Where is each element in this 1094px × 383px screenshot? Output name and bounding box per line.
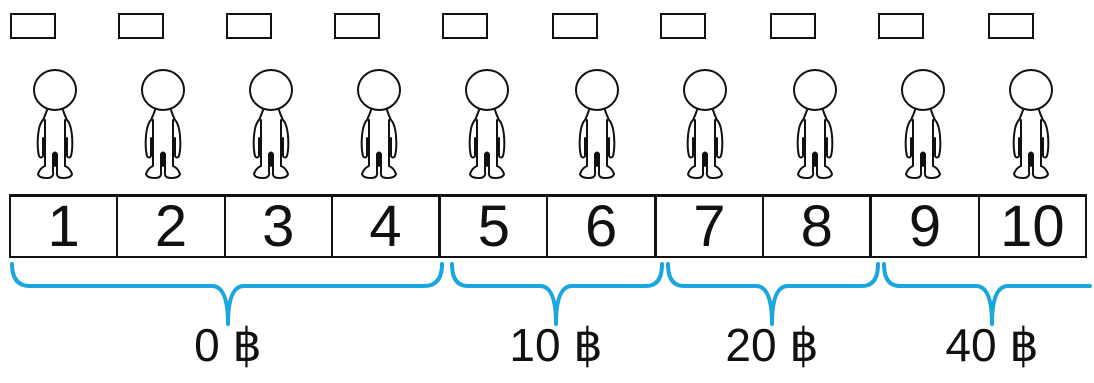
answer-box-8[interactable] <box>770 13 816 39</box>
answer-box-10[interactable] <box>988 13 1034 39</box>
person-figure-icon <box>901 69 945 179</box>
person-figure-icon <box>465 69 509 179</box>
person-figure-icon <box>249 69 293 179</box>
person-figure-icon <box>1009 69 1053 179</box>
seat-cell: 10 <box>1000 193 1065 259</box>
answer-box-3[interactable] <box>226 13 272 39</box>
price-label-group-4: 40 ฿ <box>945 319 1039 371</box>
person-figure-icon <box>33 69 77 179</box>
answer-box-5[interactable] <box>442 13 488 39</box>
answer-box-2[interactable] <box>118 13 164 39</box>
person-figure-icon <box>793 69 837 179</box>
seat-cell: 6 <box>548 197 657 256</box>
answer-box-6[interactable] <box>552 13 598 39</box>
person-figure-icon <box>141 69 185 179</box>
seat-cell: 9 <box>872 197 980 256</box>
seat-cell: 8 <box>764 197 873 256</box>
seat-cell: 2 <box>118 197 226 256</box>
answer-box-1[interactable] <box>10 13 56 39</box>
seat-cell: 7 <box>657 197 765 256</box>
seat-cell: 1 <box>11 197 119 256</box>
price-label-group-3: 20 ฿ <box>725 319 819 371</box>
price-label-group-2: 10 ฿ <box>509 319 603 371</box>
seat-cell: 4 <box>333 197 442 256</box>
price-label-group-1: 0 ฿ <box>194 319 262 371</box>
bracket-group-3 <box>666 262 880 326</box>
person-figure-icon <box>575 69 619 179</box>
answer-box-7[interactable] <box>660 13 706 39</box>
person-figure-icon <box>357 69 401 179</box>
seat-cell: 5 <box>441 197 549 256</box>
answer-box-4[interactable] <box>334 13 380 39</box>
seat-cell: 3 <box>226 197 333 256</box>
seat-row: 1 2 3 4 5 6 7 8 9 10 <box>9 194 1087 258</box>
price-group-brackets <box>10 262 1092 326</box>
bracket-group-1 <box>10 262 444 326</box>
person-figure-icon <box>683 69 727 179</box>
answer-box-9[interactable] <box>878 13 924 39</box>
bracket-group-2 <box>450 262 664 326</box>
bracket-group-4 <box>882 262 1092 326</box>
